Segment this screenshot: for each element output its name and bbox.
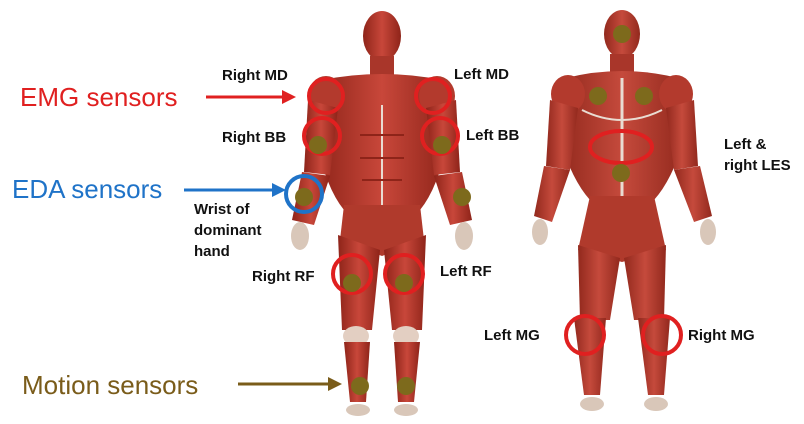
emg-sensors-legend: EMG sensors	[20, 82, 178, 112]
label-wrist-line1: Wrist of	[194, 201, 250, 219]
label-les-line2: right LES	[724, 157, 791, 175]
eda-arrow	[184, 183, 286, 197]
label-right-rf: Right RF	[252, 268, 314, 286]
label-right-bb: Right BB	[222, 129, 286, 147]
motion-sensor-left-arm	[433, 136, 451, 154]
motion-arrow	[238, 377, 342, 391]
motion-sensors-legend: Motion sensors	[22, 370, 198, 400]
label-left-mg: Left MG	[484, 327, 540, 345]
motion-sensor-right-thigh	[343, 274, 361, 292]
label-les-line1: Left &	[724, 136, 767, 154]
back-body-figure	[532, 10, 716, 411]
label-wrist-line3: hand	[194, 243, 230, 261]
motion-sensor-lower-back	[612, 164, 630, 182]
motion-sensor-left-wrist	[453, 188, 471, 206]
emg-arrow	[206, 90, 296, 104]
motion-sensor-left-thigh	[395, 274, 413, 292]
label-right-mg: Right MG	[688, 327, 755, 345]
label-left-rf: Left RF	[440, 263, 492, 281]
front-body-figure	[291, 11, 473, 416]
motion-sensor-right-ankle	[351, 377, 369, 395]
motion-sensor-left-shoulder-back	[589, 87, 607, 105]
motion-sensor-head	[613, 25, 631, 43]
label-wrist-line2: dominant	[194, 222, 262, 240]
motion-sensor-right-shoulder-back	[635, 87, 653, 105]
motion-sensor-right-wrist	[295, 188, 313, 206]
label-left-bb: Left BB	[466, 127, 519, 145]
motion-sensor-right-arm	[309, 136, 327, 154]
motion-sensor-left-ankle	[397, 377, 415, 395]
label-right-md: Right MD	[222, 67, 288, 85]
eda-sensors-legend: EDA sensors	[12, 174, 162, 204]
label-left-md: Left MD	[454, 66, 509, 84]
